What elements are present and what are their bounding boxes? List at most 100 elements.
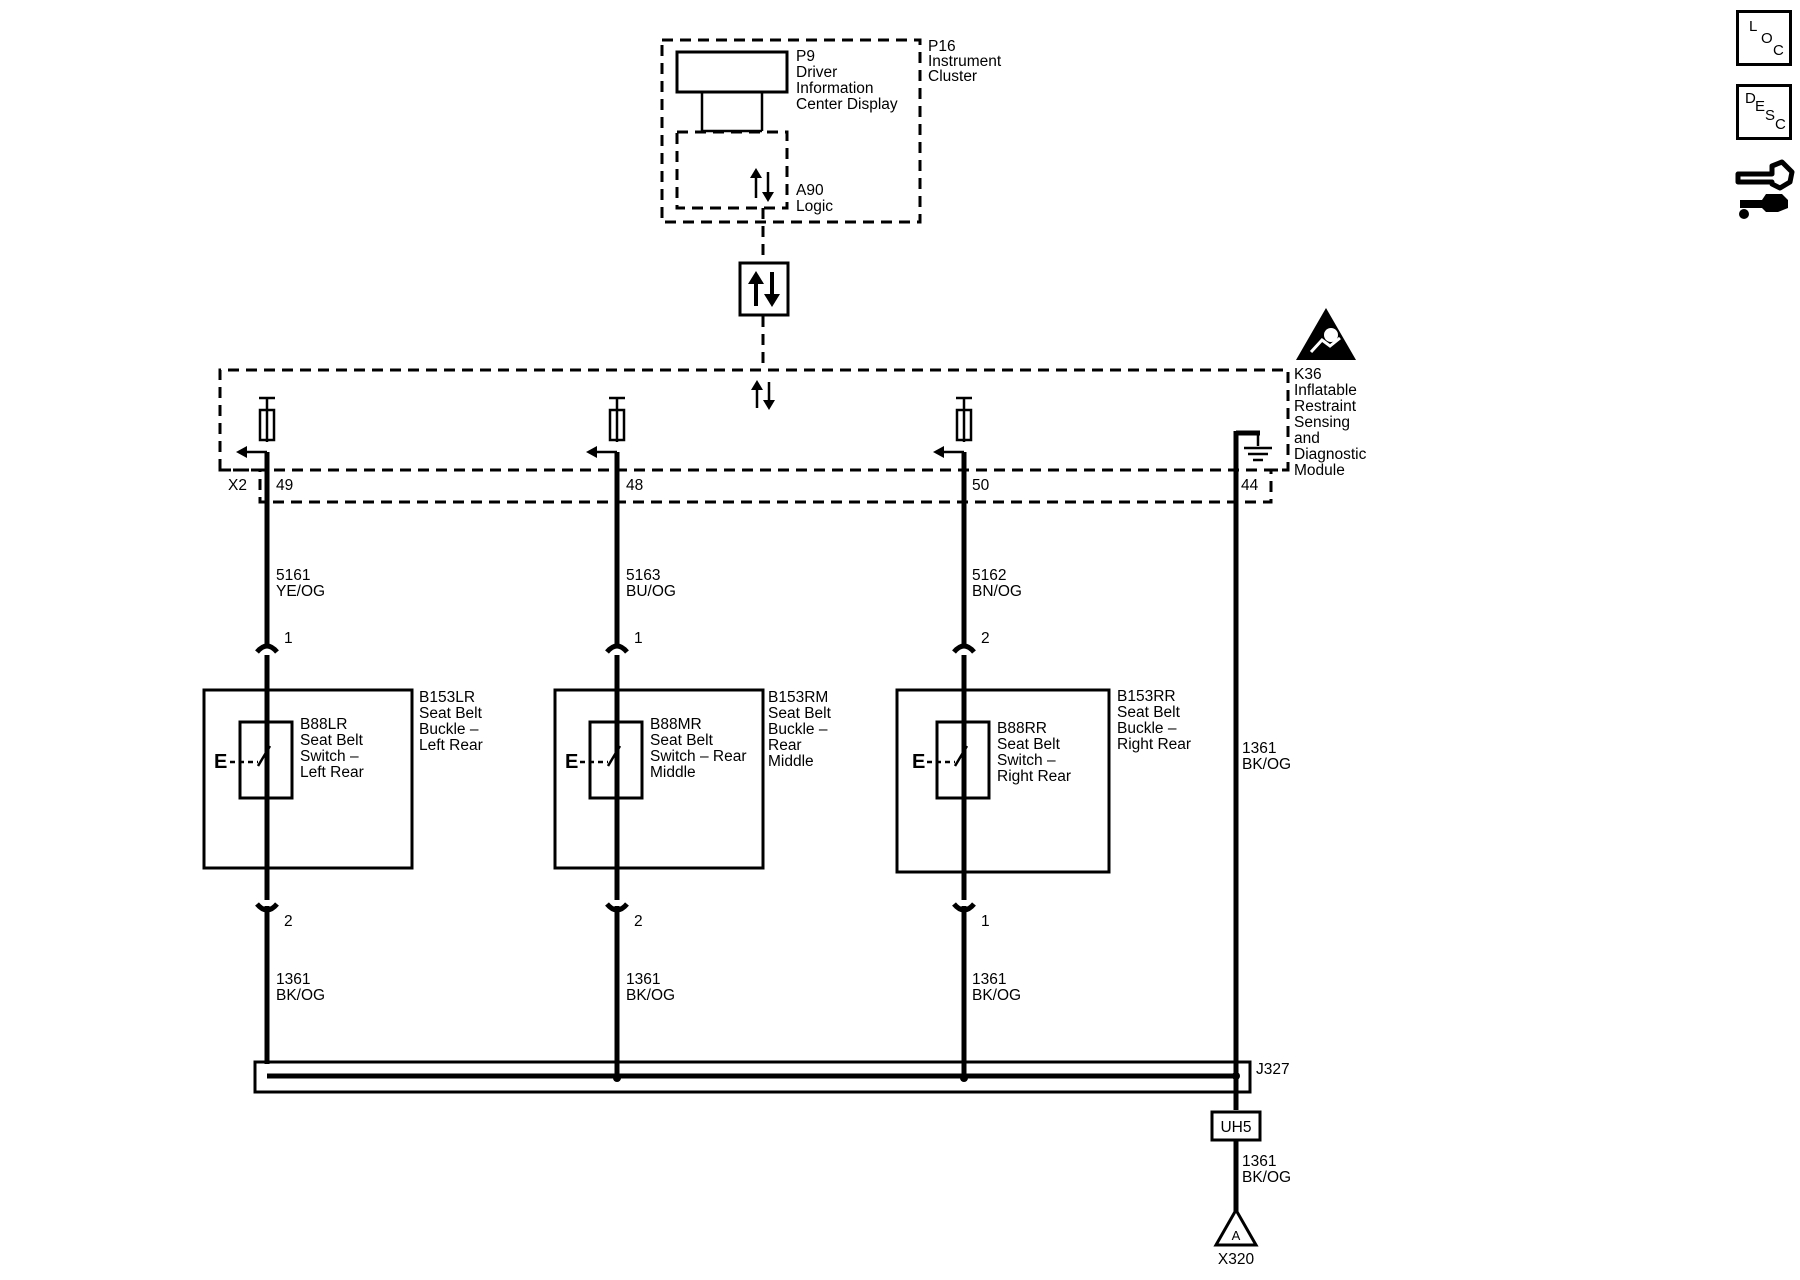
rr-switch-line-1: Seat Belt (997, 736, 1061, 753)
serial-data-icon (738, 261, 790, 317)
ground-circuit-number: 1361 (1242, 740, 1276, 757)
rm-bottom-pin: 2 (634, 913, 643, 930)
rm-buckle-line-4: Middle (768, 753, 814, 770)
sdm-line-5: Diagnostic (1294, 446, 1367, 463)
lr-buckle-line-1: Seat Belt (419, 705, 483, 722)
rm-top-circuit: 5163 (626, 567, 660, 584)
dic-line-1: Driver (796, 64, 837, 81)
buckle-left-rear[interactable]: E B88LR Seat Belt Switch – Left Rear B15… (202, 688, 483, 870)
lr-switch-line-1: Seat Belt (300, 732, 364, 749)
desc-letter-c: C (1775, 116, 1786, 133)
rr-switch-e: E (912, 751, 925, 773)
ground-ref-x320[interactable]: A X320 (1213, 1206, 1259, 1268)
rr-switch-line-2: Switch – (997, 752, 1056, 769)
rr-switch-id: B88RR (997, 720, 1047, 737)
rm-bottom-color: BK/OG (626, 987, 675, 1004)
logic-id: A90 (796, 182, 824, 199)
lr-switch-e: E (214, 751, 227, 773)
rr-top-pin: 2 (981, 630, 990, 647)
pin-49: 49 (276, 477, 293, 494)
pin-50: 50 (972, 477, 990, 494)
rm-buckle-line-3: Rear (768, 737, 802, 754)
splice-id: J327 (1256, 1061, 1290, 1078)
rr-top-color: BN/OG (972, 583, 1022, 600)
buckle-rear-middle[interactable]: E B88MR Seat Belt Switch – Rear Middle B… (553, 688, 832, 870)
driver-info-display[interactable]: P9 Driver Information Center Display (675, 48, 898, 133)
circuit-left-rear (236, 396, 279, 1064)
rm-top-pin: 1 (634, 630, 643, 647)
desc-letter-e: E (1755, 98, 1766, 115)
circuit-right-rear (933, 396, 976, 1078)
pin-48: 48 (626, 477, 643, 494)
location-icon[interactable]: L O C (1736, 10, 1792, 66)
sdm-data-arrow-icon (751, 380, 775, 410)
buckle-right-rear[interactable]: E B88RR Seat Belt Switch – Right Rear B1… (895, 688, 1191, 874)
rm-buckle-id: B153RM (768, 689, 828, 706)
loc-letter-c: C (1773, 42, 1784, 59)
cluster-line-2: Cluster (928, 68, 977, 85)
lr-bottom-color: BK/OG (276, 987, 325, 1004)
rm-bottom-circuit: 1361 (626, 971, 660, 988)
connector-x2: X2 (228, 477, 247, 494)
sdm-line-1: Inflatable (1294, 382, 1357, 399)
lr-switch-line-2: Switch – (300, 748, 359, 765)
rr-buckle-line-2: Buckle – (1117, 720, 1177, 737)
lr-switch-line-3: Left Rear (300, 764, 364, 781)
rr-switch-line-3: Right Rear (997, 768, 1071, 785)
lower-circuit-number: 1361 (1242, 1153, 1276, 1170)
lr-switch-id: B88LR (300, 716, 347, 733)
lower-circuit-color: BK/OG (1242, 1169, 1291, 1186)
rm-buckle-line-2: Buckle – (768, 721, 828, 738)
pin-44: 44 (1241, 477, 1259, 494)
lr-buckle-line-3: Left Rear (419, 737, 483, 754)
restraint-module[interactable]: K36 Inflatable Restraint Sensing and Dia… (218, 366, 1367, 504)
dic-id: P9 (796, 48, 815, 65)
lr-top-pin: 1 (284, 630, 293, 647)
sdm-line-6: Module (1294, 462, 1345, 479)
splice-j327[interactable]: J327 (253, 1060, 1290, 1094)
rm-buckle-line-1: Seat Belt (768, 705, 832, 722)
sdm-id: K36 (1294, 366, 1322, 383)
desc-letter-s: S (1765, 107, 1776, 124)
logic-data-arrow-icon (750, 168, 774, 202)
lr-bottom-circuit: 1361 (276, 971, 310, 988)
rm-switch-id: B88MR (650, 716, 702, 733)
ground-circuit (1233, 430, 1272, 1110)
rm-top-color: BU/OG (626, 583, 676, 600)
ground-ref-label: X320 (1218, 1251, 1255, 1268)
circuit-rear-middle (586, 396, 629, 1078)
rr-buckle-line-1: Seat Belt (1117, 704, 1181, 721)
rm-switch-line-1: Seat Belt (650, 732, 714, 749)
dic-line-2: Information (796, 80, 874, 97)
airbag-warning-icon (1296, 308, 1356, 360)
sdm-line-3: Sensing (1294, 414, 1350, 431)
logic-line-1: Logic (796, 198, 833, 215)
lr-buckle-line-2: Buckle – (419, 721, 479, 738)
tools-icon[interactable] (1732, 152, 1798, 224)
sdm-line-4: and (1294, 430, 1320, 447)
description-icon[interactable]: D E S C (1736, 84, 1792, 140)
rm-switch-line-2: Switch – Rear (650, 748, 746, 765)
ground-ref-letter: A (1232, 1228, 1241, 1243)
instrument-cluster[interactable]: P16 Instrument Cluster (660, 38, 1002, 224)
lr-top-circuit: 5161 (276, 567, 310, 584)
lr-buckle-id: B153LR (419, 689, 475, 706)
lr-top-color: YE/OG (276, 583, 325, 600)
cluster-line-1: Instrument (928, 53, 1002, 70)
sdm-line-2: Restraint (1294, 398, 1357, 415)
logic-block: A90 Logic (675, 130, 833, 215)
rr-bottom-circuit: 1361 (972, 971, 1006, 988)
desc-letter-d: D (1745, 90, 1756, 107)
loc-letter-o: O (1761, 30, 1773, 47)
loc-letter-l: L (1749, 18, 1758, 35)
rm-switch-line-3: Middle (650, 764, 696, 781)
rm-switch-e: E (565, 751, 578, 773)
inline-connector-uh5[interactable]: UH5 (1210, 1110, 1262, 1212)
rr-buckle-line-3: Right Rear (1117, 736, 1191, 753)
dic-line-3: Center Display (796, 96, 898, 113)
ground-circuit-color: BK/OG (1242, 756, 1291, 773)
rr-bottom-pin: 1 (981, 913, 990, 930)
rr-buckle-id: B153RR (1117, 688, 1176, 705)
rr-top-circuit: 5162 (972, 567, 1006, 584)
